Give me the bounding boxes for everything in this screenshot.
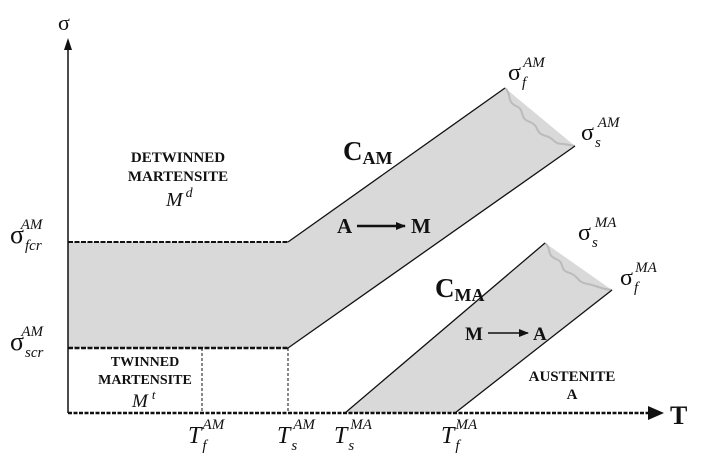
am-transformation-band (68, 88, 575, 348)
ma-finish-line (454, 289, 613, 414)
detwinned-label-line2: MARTENSITE (128, 169, 228, 185)
y-axis-arrowhead (64, 38, 72, 50)
sigma-f-am-label: σfAM (508, 55, 546, 91)
am-finish-line (287, 87, 506, 243)
twinned-label: TWINNED (111, 355, 179, 370)
m-to-a-to: A (533, 324, 547, 345)
x-axis-arrowhead (648, 406, 664, 420)
ma-band-wavy-edge (544, 242, 613, 291)
detwinned-label: DETWINNED (131, 150, 225, 166)
c-ma-label: CMA (435, 273, 485, 305)
t-f-am-label: TfAM (188, 417, 226, 454)
t-s-am-label: TsAM (277, 417, 316, 454)
t-f-ma-label: TfMA (441, 417, 478, 454)
sigma-s-ma-label: σsMA (578, 215, 617, 251)
c-am-label: CAM (343, 136, 393, 168)
ma-start-line (344, 242, 546, 414)
am-start-line (287, 145, 576, 349)
y-axis-label: σ (58, 10, 70, 35)
x-axis-label: T (670, 401, 687, 430)
m-to-a-from: M (465, 324, 483, 345)
am-band-wavy-edge (504, 87, 576, 147)
t-s-ma-label: TsMA (334, 417, 373, 454)
austenite-label-line2: A (567, 387, 578, 403)
austenite-label: AUSTENITE (529, 369, 616, 385)
sigma-scr-am-label: σscrAM (10, 324, 45, 361)
sigma-f-ma-label: σfMA (620, 260, 658, 296)
ma-transformation-band (345, 243, 612, 413)
sigma-s-am-label: σsAM (581, 115, 621, 151)
twinned-label-line2: MARTENSITE (98, 373, 192, 388)
a-to-m-to: M (411, 214, 431, 238)
a-to-m-from: A (337, 214, 353, 238)
sigma-fcr-am-label: σfcrAM (10, 217, 44, 254)
